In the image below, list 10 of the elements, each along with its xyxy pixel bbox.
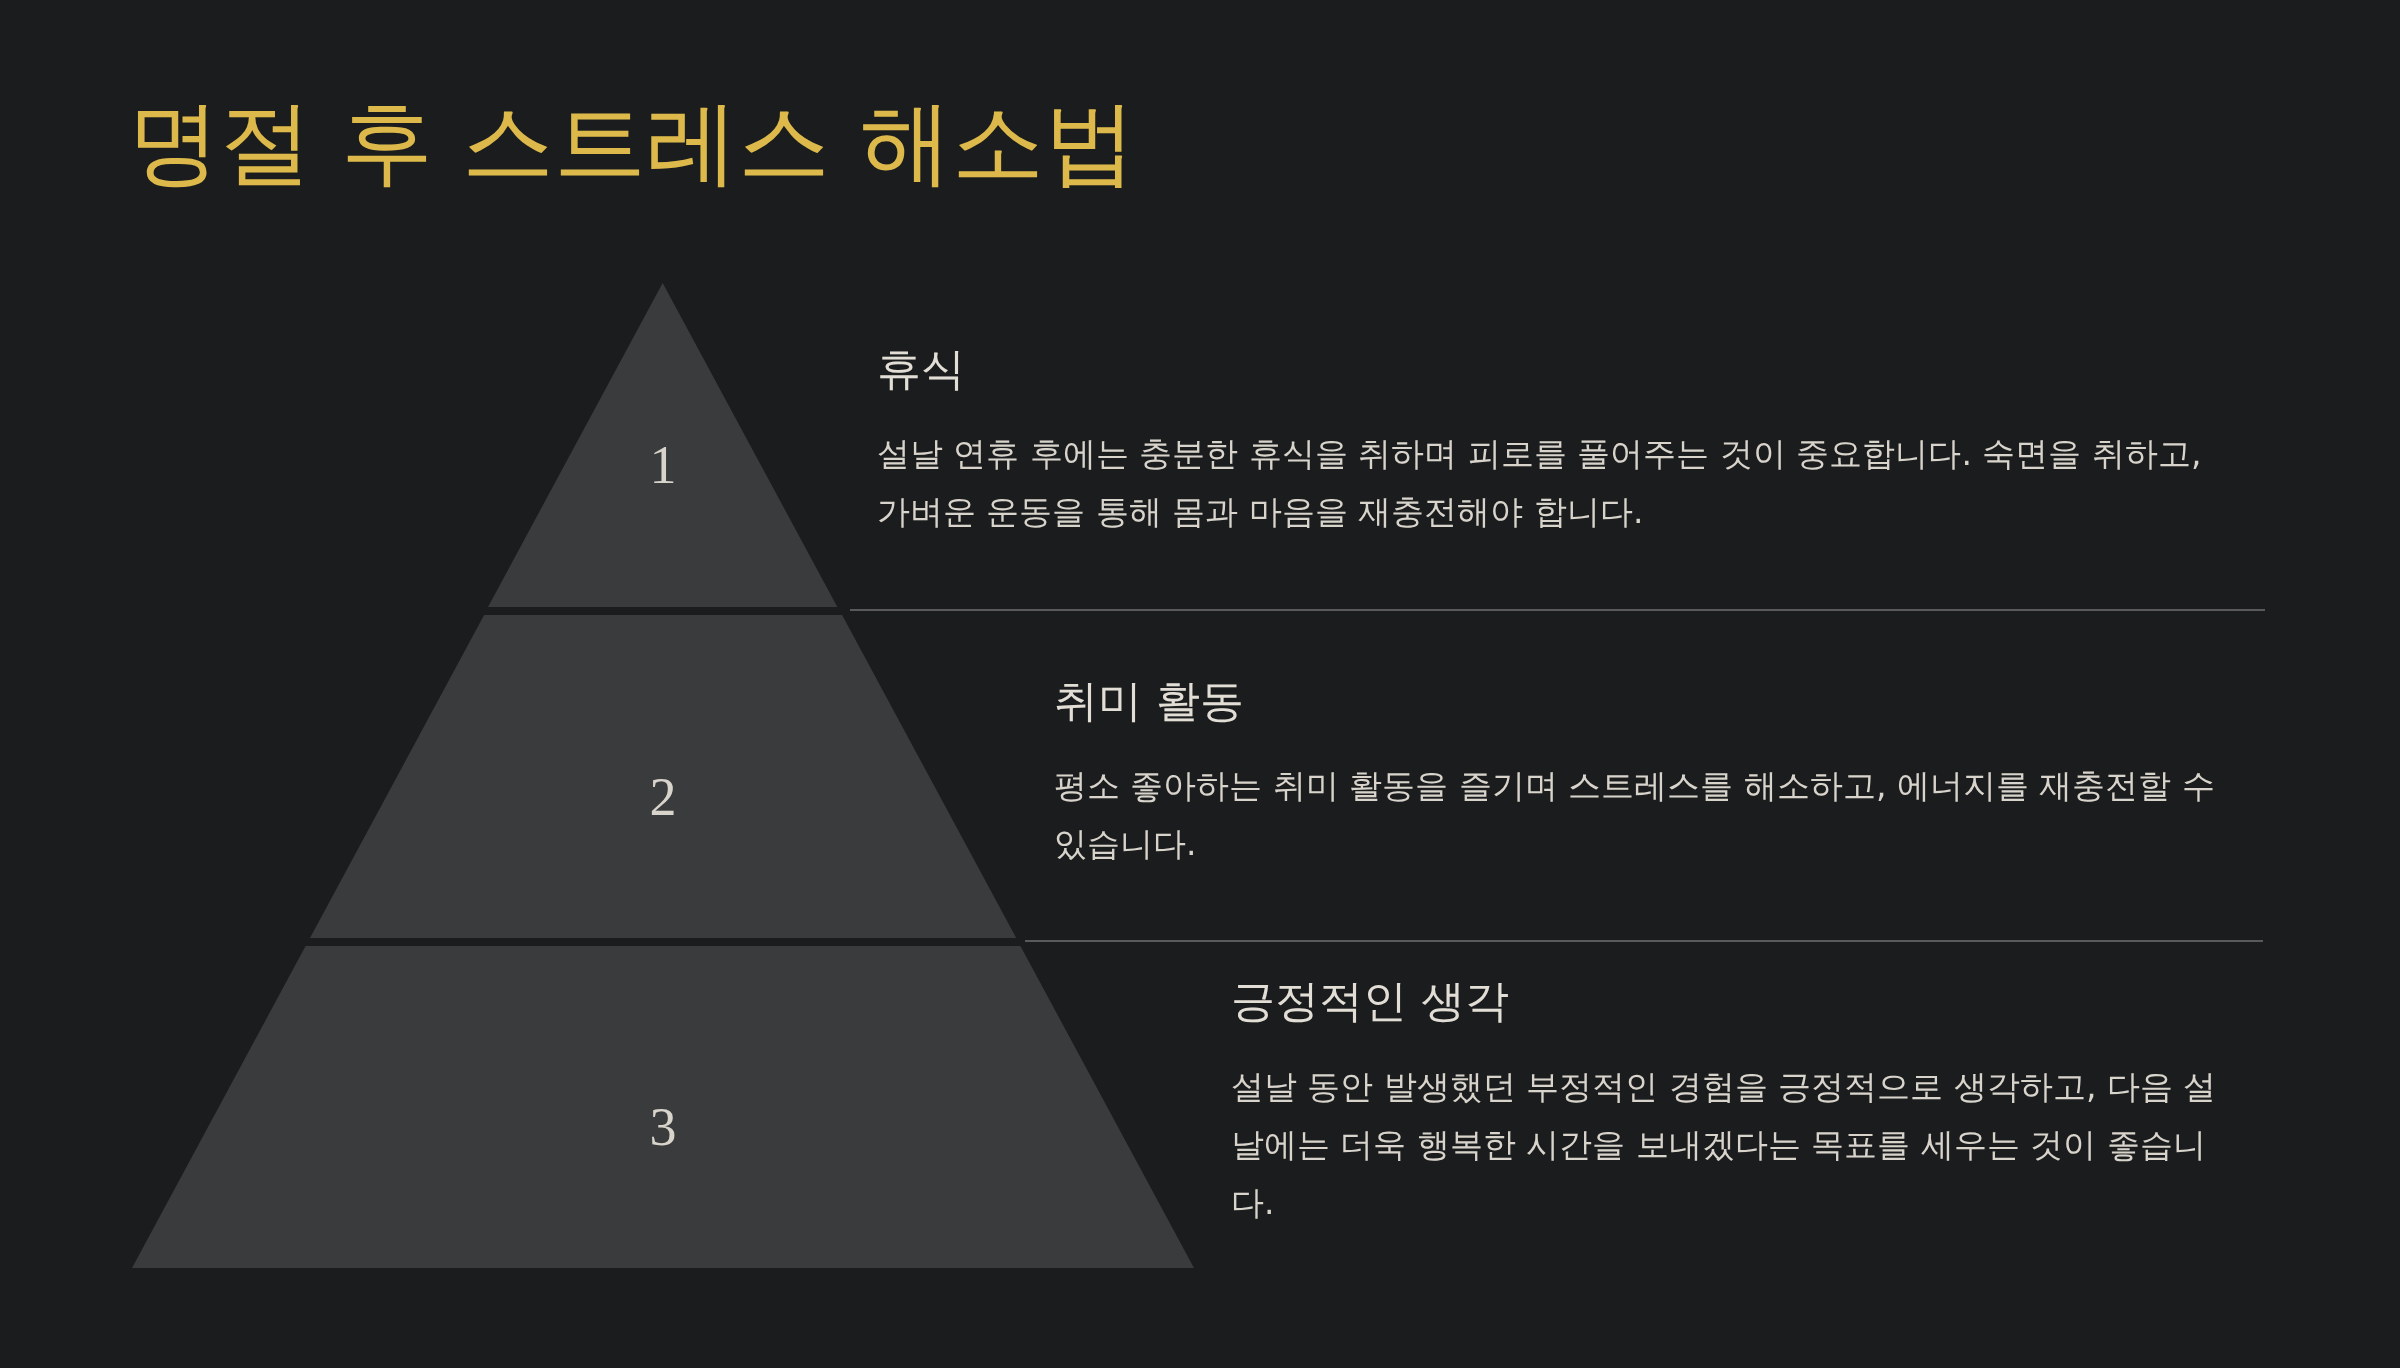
tier-description: 설날 연휴 후에는 충분한 휴식을 취하며 피로를 풀어주는 것이 중요합니다. 숙면을 취하고, 가벼운 운동을 통해 몸과 마음을 재충전해야 합니다. <box>877 433 2203 533</box>
tier-heading: 취미 활동 <box>1054 674 1244 728</box>
tier-description: 설날 동안 발생했던 부정적인 경험을 긍정적으로 생각하고, 다음 설날에는 더욱 행복한 시간을 보내겠다는 목표를 세우는 것이 좋습니다. <box>1231 1066 2218 1224</box>
tier-number: 3 <box>649 1096 677 1158</box>
tier-number: 2 <box>649 765 677 828</box>
title: 명절 후 스트레스 해소법 <box>128 88 1136 198</box>
tier-description: 평소 좋아하는 취미 활동을 즐기며 스트레스를 해소하고, 에너지를 재충전할 수 있습니다. <box>1054 765 2216 865</box>
tier-heading: 긍정적인 생각 <box>1231 974 1509 1028</box>
tier-heading: 휴식 <box>877 342 965 396</box>
tier-number: 1 <box>649 434 677 496</box>
